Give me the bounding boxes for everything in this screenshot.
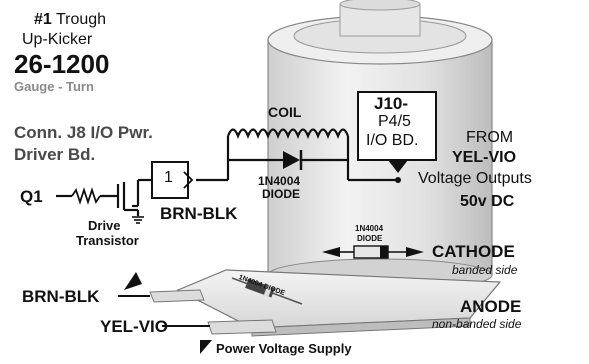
schematic	[56, 128, 396, 216]
small-diode-word: DIODE	[357, 234, 383, 243]
j10-line1: J10-	[374, 94, 409, 113]
connection-line1: Conn. J8 I/O Pwr.	[14, 123, 153, 142]
power-supply-label: Power Voltage Supply	[216, 341, 352, 356]
j10-box	[357, 91, 437, 161]
diode-name-label: 1N4004	[258, 174, 301, 188]
title-line2: Up-Kicker	[22, 31, 93, 48]
title-line1: #1 Trough	[34, 12, 106, 28]
title-trough: Trough	[55, 11, 107, 28]
drive-label: Drive	[88, 218, 121, 233]
voltage-label: 50v DC	[460, 193, 515, 210]
power-supply-pointer	[200, 340, 212, 354]
part-number: 26-1200	[14, 49, 110, 79]
bracket-illustration	[149, 269, 502, 337]
driver-gate-number: 1	[164, 169, 173, 186]
cathode-label: CATHODE	[432, 242, 515, 261]
brn-blk-wire-label: BRN-BLK	[22, 287, 100, 306]
coil-illustration	[267, 0, 493, 292]
diode-legend	[322, 245, 424, 259]
j10-line2: P4/5	[378, 113, 411, 130]
voltage-outputs-label: Voltage Outputs	[418, 170, 532, 187]
brn-blk-pointer	[124, 272, 142, 290]
cathode-sub-label: banded side	[452, 263, 518, 277]
gauge-turn: Gauge - Turn	[14, 79, 94, 94]
title-number: #1	[34, 11, 52, 28]
wire-leads	[118, 295, 210, 327]
brn-blk-schematic-label: BRN-BLK	[160, 204, 238, 223]
connection-line2: Driver Bd.	[14, 145, 96, 164]
coil-label: COIL	[268, 104, 302, 120]
yel-vio-wire-label: YEL-VIO	[100, 317, 169, 336]
j10-line3: I/O BD.	[366, 132, 419, 149]
small-diode-name: 1N4004	[355, 224, 384, 233]
from-label: FROM	[466, 129, 514, 146]
transistor-label: Transistor	[76, 233, 139, 248]
anode-sub-label: non-banded side	[432, 317, 522, 331]
ground-symbol	[132, 216, 144, 224]
q1-label: Q1	[20, 187, 43, 206]
anode-label: ANODE	[460, 297, 522, 316]
driver-gate-box	[151, 161, 189, 199]
diode-word-label: DIODE	[262, 187, 301, 201]
from-color-label: YEL-VIO	[452, 149, 517, 166]
